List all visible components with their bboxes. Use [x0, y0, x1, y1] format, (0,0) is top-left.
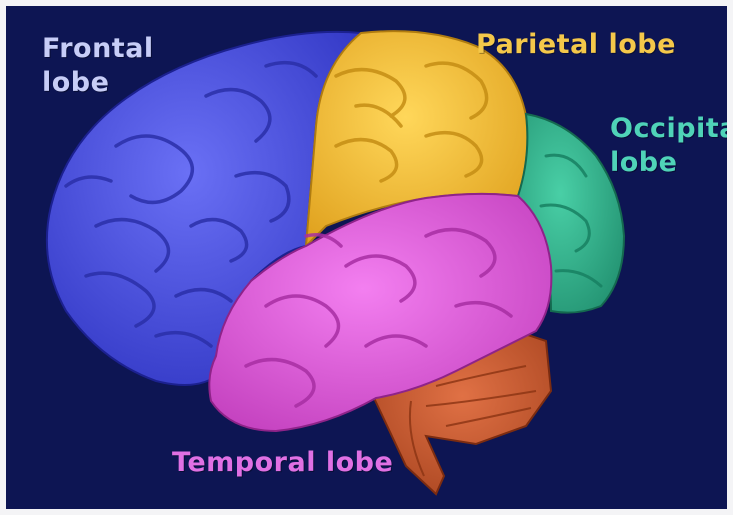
temporal-lobe-label: Temporal lobe — [172, 446, 393, 480]
occipital-lobe-label: Occipital lobe — [610, 112, 727, 180]
occipital-lobe-label-line2: lobe — [610, 146, 727, 180]
frontal-lobe-label-line1: Frontal — [42, 32, 154, 66]
parietal-lobe-label: Parietal lobe — [476, 28, 676, 62]
occipital-lobe-label-line1: Occipital — [610, 112, 727, 146]
diagram-canvas: Frontal lobe Parietal lobe Occipital lob… — [6, 6, 727, 509]
frontal-lobe-label: Frontal lobe — [42, 32, 154, 100]
frontal-lobe-label-line2: lobe — [42, 66, 154, 100]
